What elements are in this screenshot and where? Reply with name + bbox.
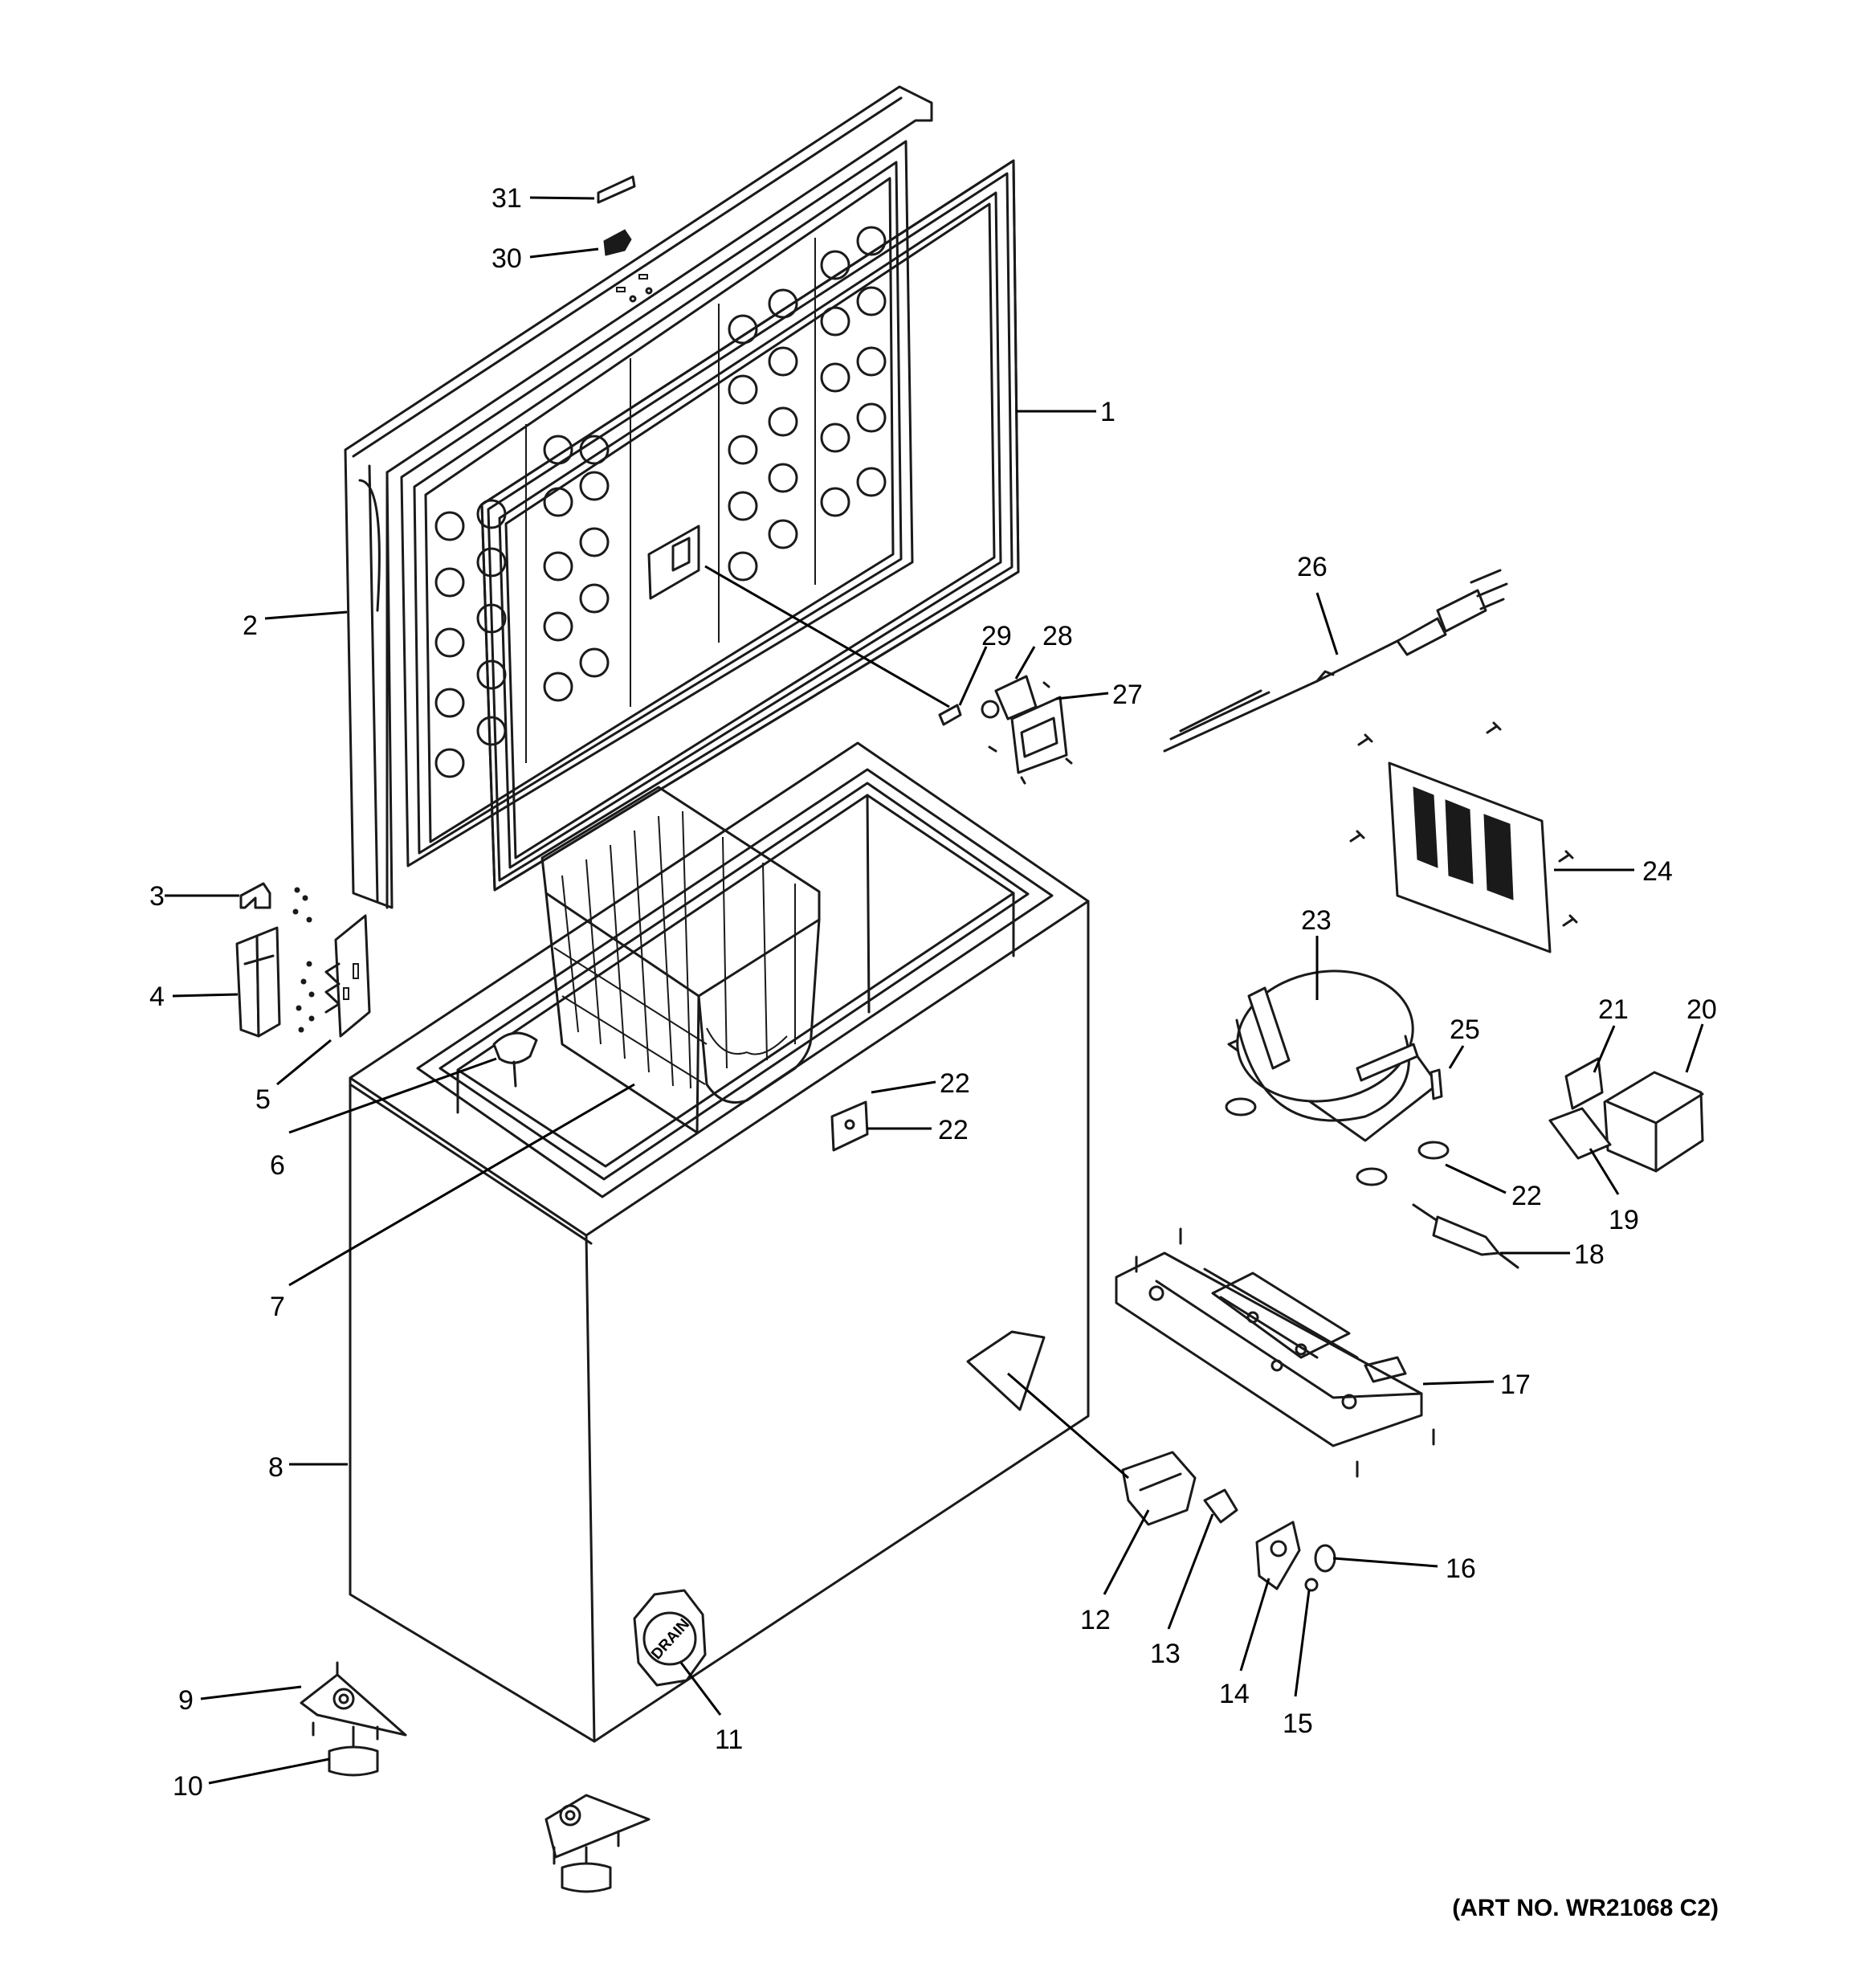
knob-bracket-part-14 [1255,1521,1301,1590]
callout-29: 29 [981,621,1012,651]
callout-6: 6 [270,1150,285,1181]
callout-28: 28 [1042,621,1073,651]
drier-part-18 [1412,1203,1519,1269]
callout-3: 3 [149,881,165,912]
thermostat-housing-part-12 [1121,1451,1197,1526]
callout-24: 24 [1642,856,1673,887]
relay-box-part-20 [1603,1071,1704,1173]
bracket-part-27 [988,681,1073,785]
gasket-part-1 [480,159,1020,892]
callout-22-top: 22 [940,1068,970,1099]
leveling-leg-part-10 [328,1725,379,1777]
callout-1: 1 [1100,397,1115,427]
plate-part-22 [830,1100,869,1152]
callout-8: 8 [268,1452,283,1483]
art-number: (ART NO. WR21068 C2) [1452,1895,1719,1921]
basket-part-7 [540,786,821,1134]
knob-part-16 [1314,1544,1336,1573]
callout-7: 7 [270,1292,285,1322]
drain-cap-part-6 [492,1031,538,1088]
leader-lines [165,196,1704,1785]
cabinet-part-8: DRAIN [349,741,1090,1743]
bracket-part-21 [1564,1057,1604,1110]
callout-13: 13 [1150,1639,1181,1669]
hinge-cap-part-3 [239,882,271,909]
thermostat-part-13 [1203,1488,1238,1524]
screw-part-15 [1304,1578,1319,1592]
callout-numbers: 1 2 3 4 5 6 7 8 9 10 11 12 13 14 15 16 1… [149,183,1717,1802]
compressor-part-23 [1225,970,1450,1186]
pin-part-25 [1430,1068,1443,1100]
callout-15: 15 [1283,1708,1313,1739]
callout-12: 12 [1080,1605,1111,1635]
base-pan-part-17 [1115,1227,1435,1478]
callout-5: 5 [255,1084,271,1115]
callout-2: 2 [243,610,258,641]
callout-14: 14 [1219,1679,1250,1709]
grille-part-24 [1349,721,1578,953]
callout-22-plate: 22 [938,1115,969,1145]
overload-part-19 [1548,1107,1612,1160]
callout-11: 11 [715,1725,743,1755]
callout-30: 30 [491,243,522,274]
foot-bracket-part-9 [300,1661,407,1741]
callout-17: 17 [1500,1370,1531,1400]
callout-23: 23 [1301,905,1332,936]
callout-10: 10 [173,1771,203,1802]
foot-bracket-2 [544,1794,651,1865]
callout-26: 26 [1297,552,1328,582]
lamp-part-29 [938,704,962,726]
callout-21: 21 [1598,994,1629,1025]
callout-20: 20 [1687,994,1717,1025]
lock-part-30 [603,229,632,256]
leveling-leg-2 [561,1846,612,1893]
callout-22-compressor: 22 [1511,1181,1542,1211]
power-cord-part-26 [1163,569,1508,753]
callout-27: 27 [1112,680,1143,710]
callout-25: 25 [1450,1014,1480,1045]
callout-31: 31 [491,183,522,214]
callout-18: 18 [1574,1239,1605,1270]
cap-part-31 [597,175,636,204]
callout-4: 4 [149,982,165,1012]
callout-9: 9 [178,1685,194,1716]
callout-19: 19 [1609,1205,1639,1235]
hinge-cover-part-4 [235,926,281,1038]
callout-16: 16 [1446,1553,1476,1584]
hinge-part-5 [292,887,371,1038]
